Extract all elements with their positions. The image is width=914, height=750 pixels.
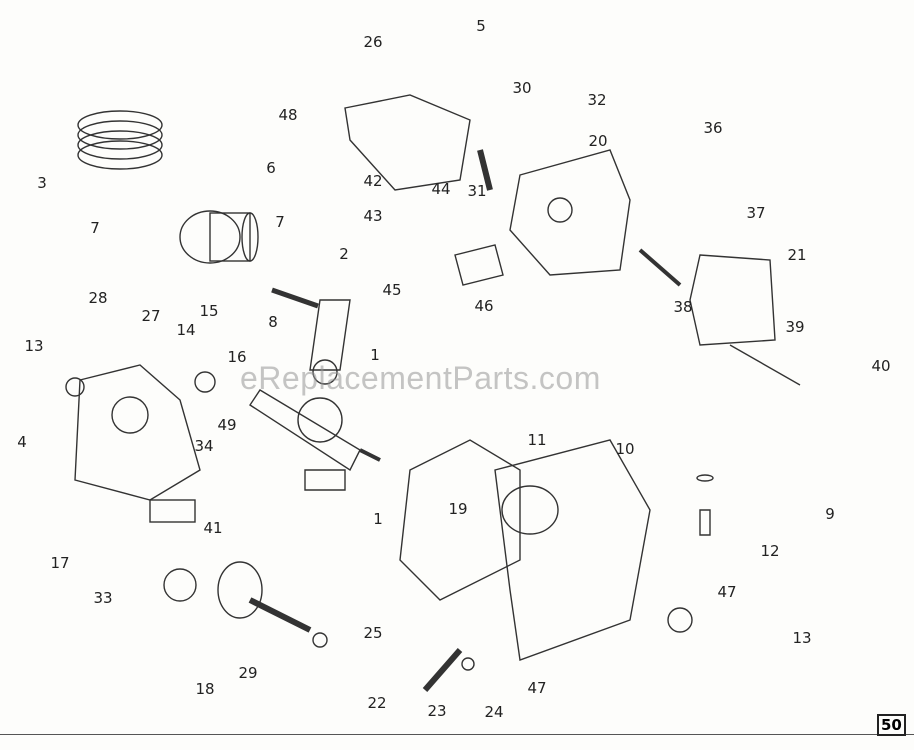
oil-filter-screen <box>149 499 196 523</box>
part-callout: 37 <box>746 204 766 222</box>
crankcase-cover <box>74 364 201 501</box>
part-callout: 31 <box>467 182 487 200</box>
piston <box>179 210 259 264</box>
part-callout: 1 <box>373 510 383 528</box>
connecting-rod <box>309 299 351 385</box>
part-callout: 44 <box>431 180 451 198</box>
part-callout: 48 <box>278 106 298 124</box>
part-callout: 28 <box>88 289 108 307</box>
part-callout: 21 <box>787 246 807 264</box>
push-rod <box>638 248 682 287</box>
part-callout: 3 <box>37 174 47 192</box>
part-callout: 7 <box>90 219 100 237</box>
part-callout: 9 <box>825 505 835 523</box>
part-callout: 47 <box>717 583 737 601</box>
part-callout: 4 <box>17 433 27 451</box>
bracket <box>699 509 711 536</box>
part-callout: 7 <box>275 213 285 231</box>
bottom-border <box>0 734 914 735</box>
part-callout: 6 <box>266 159 276 177</box>
part-callout: 39 <box>785 318 805 336</box>
part-callout: 22 <box>367 694 387 712</box>
valve-spring <box>477 149 493 191</box>
cylinder-head <box>509 149 631 276</box>
part-callout: 42 <box>363 172 383 190</box>
part-callout: 18 <box>195 680 215 698</box>
crankcase-oil-seal <box>667 607 693 633</box>
part-callout: 5 <box>476 17 486 35</box>
part-callout: 19 <box>448 500 468 518</box>
part-callout: 13 <box>24 337 44 355</box>
part-callout: 41 <box>203 519 223 537</box>
part-callout: 14 <box>176 321 196 339</box>
valve-cover <box>344 94 471 191</box>
part-callout: 16 <box>227 348 247 366</box>
cam-seal <box>312 632 328 648</box>
page-number: 50 <box>877 714 906 736</box>
part-callout: 43 <box>363 207 383 225</box>
part-callout: 32 <box>587 91 607 109</box>
rod-cap <box>304 469 346 491</box>
governor-gear <box>163 568 197 602</box>
part-callout: 46 <box>474 297 494 315</box>
check-spring <box>422 648 463 692</box>
washer <box>696 474 714 482</box>
crankcase-gasket <box>399 439 521 601</box>
part-callout: 47 <box>527 679 547 697</box>
part-callout: 2 <box>339 245 349 263</box>
part-callout: 49 <box>217 416 237 434</box>
part-callout: 25 <box>363 624 383 642</box>
part-callout: 10 <box>615 440 635 458</box>
reed-plate <box>454 244 504 286</box>
part-callout: 34 <box>194 437 214 455</box>
head-gasket <box>689 254 776 346</box>
piston-pin <box>271 287 319 309</box>
part-callout: 26 <box>363 33 383 51</box>
part-callout: 29 <box>238 664 258 682</box>
part-callout: 15 <box>199 302 219 320</box>
part-callout: 30 <box>512 79 532 97</box>
part-callout: 20 <box>588 132 608 150</box>
crankshaft <box>249 389 381 472</box>
part-callout: 1 <box>370 346 380 364</box>
part-callout: 24 <box>484 703 504 721</box>
part-callout: 40 <box>871 357 891 375</box>
gear <box>194 371 216 393</box>
part-callout: 23 <box>427 702 447 720</box>
piston-rings <box>77 110 163 170</box>
part-callout: 27 <box>141 307 161 325</box>
part-callout: 8 <box>268 313 278 331</box>
part-callout: 36 <box>703 119 723 137</box>
part-callout: 17 <box>50 554 70 572</box>
part-callout: 38 <box>673 298 693 316</box>
part-callout: 12 <box>760 542 780 560</box>
part-callout: 45 <box>382 281 402 299</box>
watermark: eReplacementParts.com <box>240 360 601 396</box>
ball <box>461 657 475 671</box>
oil-seal <box>65 377 85 397</box>
part-callout: 11 <box>527 431 547 449</box>
camshaft <box>217 561 312 633</box>
crankcase <box>494 439 651 661</box>
head-bolt <box>729 344 801 386</box>
part-callout: 13 <box>792 629 812 647</box>
part-callout: 33 <box>93 589 113 607</box>
